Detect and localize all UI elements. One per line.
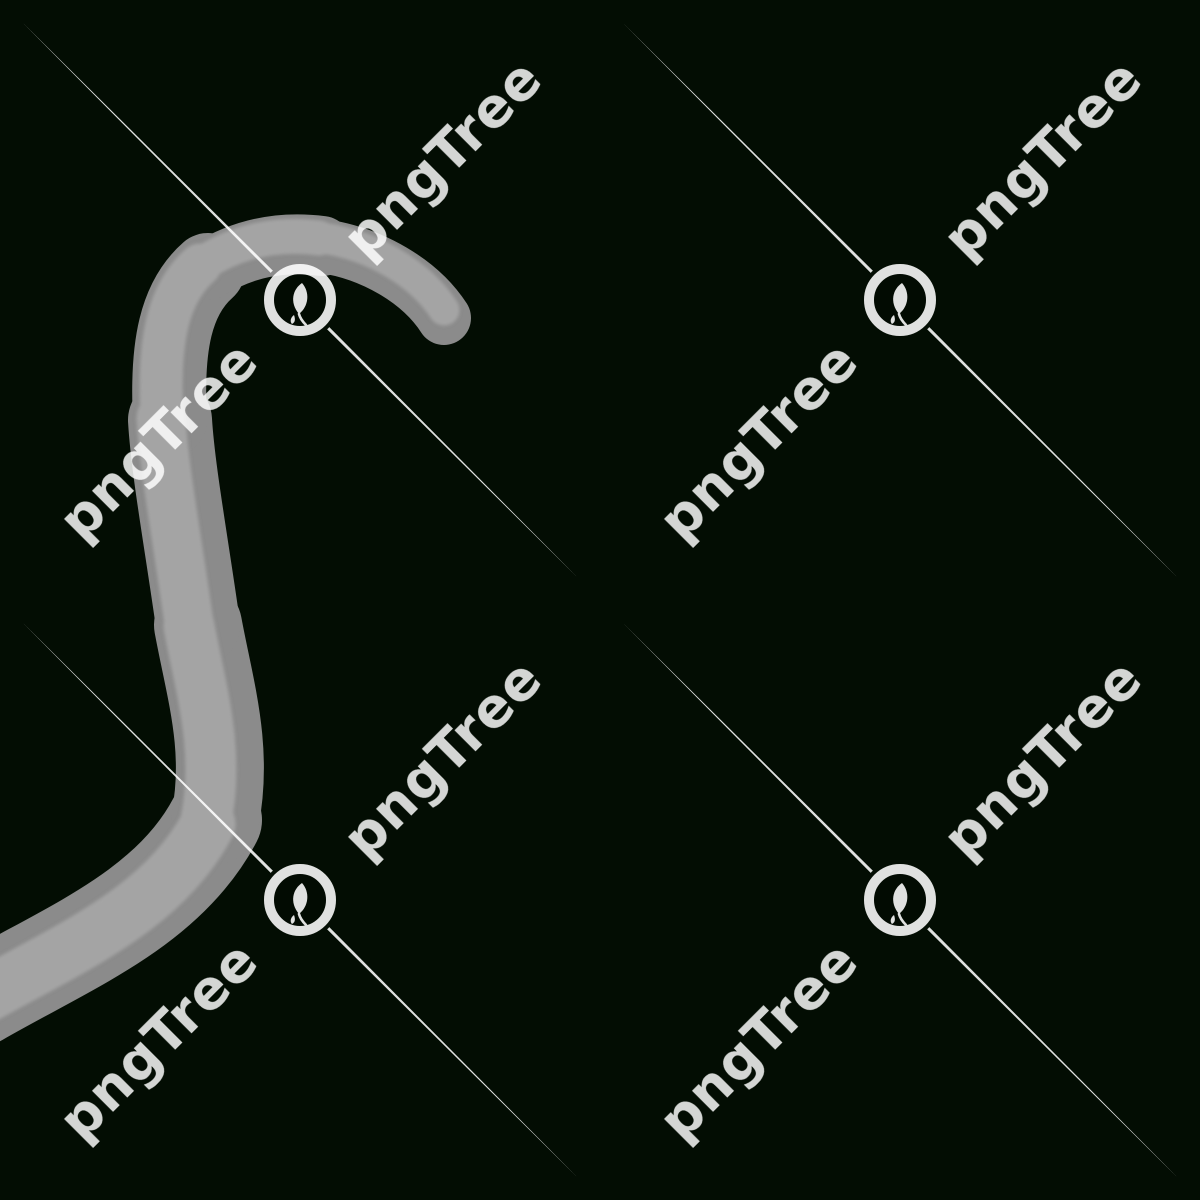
- pngtree-leaf-logo-icon: [869, 869, 931, 931]
- pngtree-leaf-logo-icon: [269, 269, 331, 331]
- pngtree-leaf-logo-icon: [869, 269, 931, 331]
- rope-shape: [0, 214, 471, 1042]
- rope-highlight: [0, 218, 460, 1019]
- pngtree-leaf-logo-icon: [269, 869, 331, 931]
